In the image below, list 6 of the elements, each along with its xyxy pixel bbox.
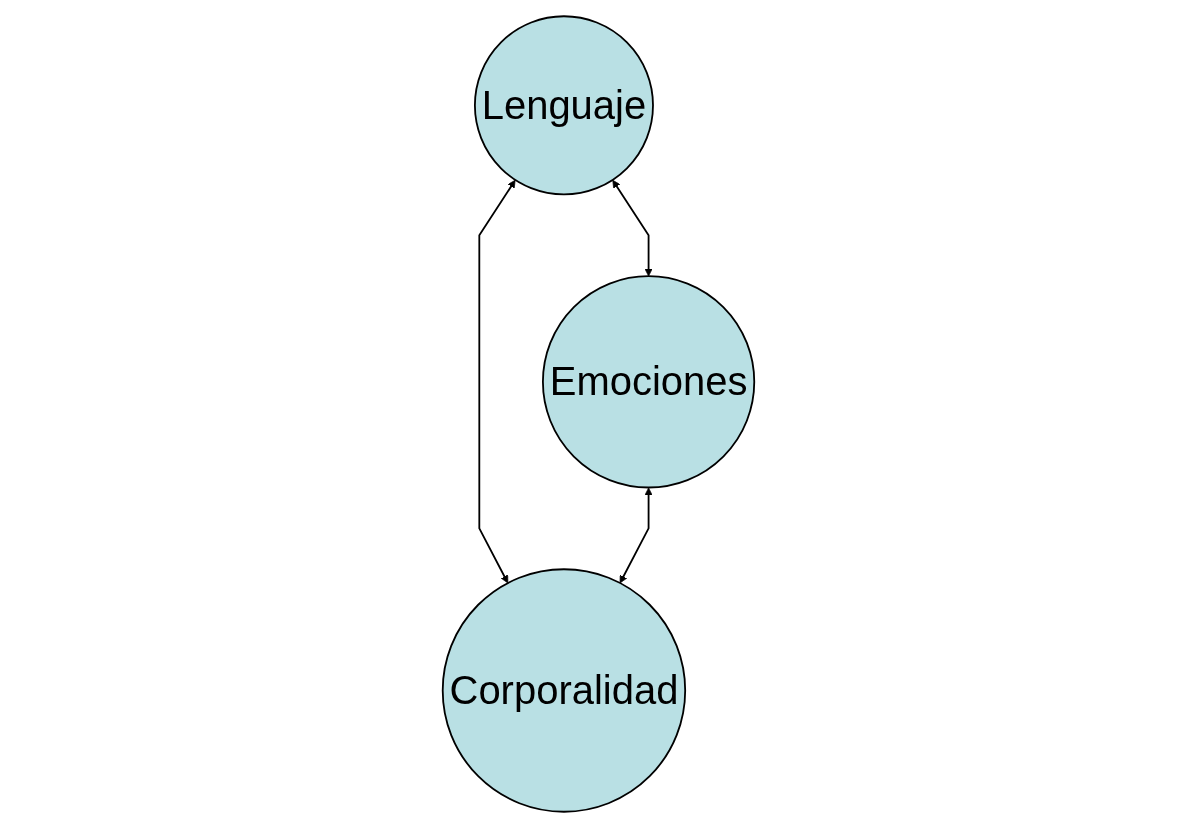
arrow	[478, 179, 516, 584]
node-circle: Lenguaje	[474, 15, 654, 196]
arrow	[612, 179, 653, 277]
node-circle: Emociones	[542, 275, 756, 489]
node-circle: Corporalidad	[441, 568, 687, 813]
arrow	[619, 487, 653, 584]
